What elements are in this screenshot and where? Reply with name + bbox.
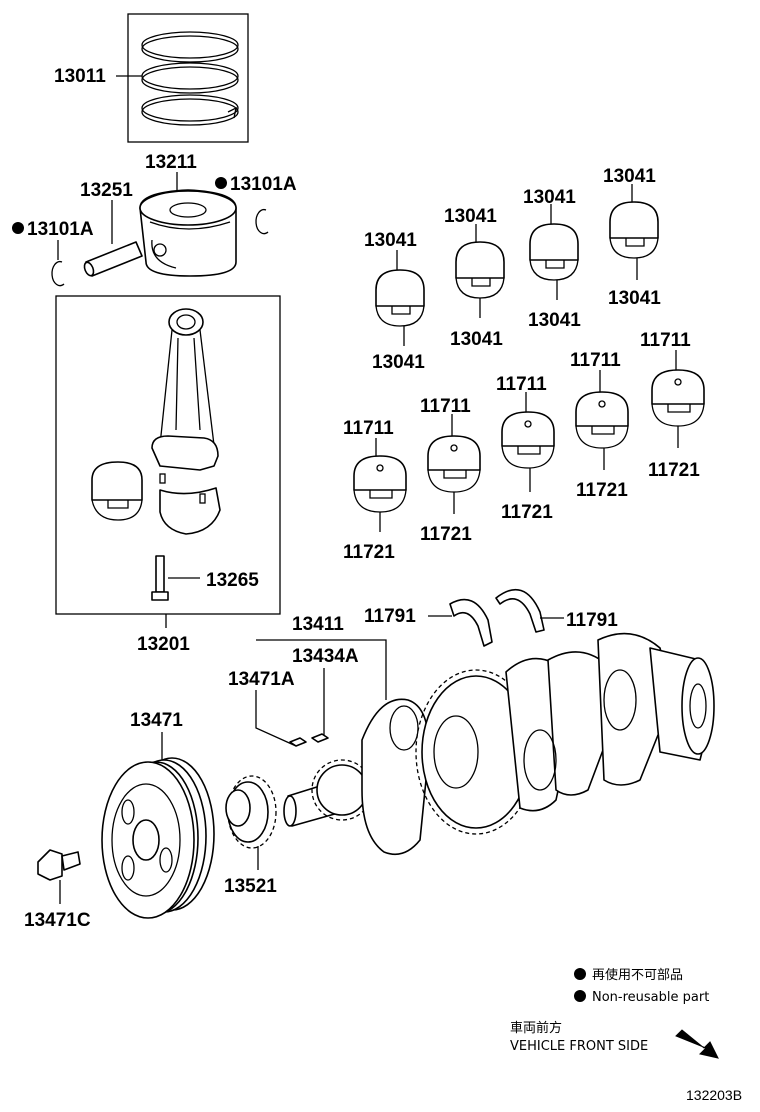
direction-jp: 車両前方 (510, 1020, 562, 1036)
conn-rod-bearing-drawing (91, 461, 143, 521)
crank-gear-group[interactable]: 13521 (224, 775, 277, 897)
piston-ring-box (127, 13, 249, 143)
crank-bearing-3 (501, 411, 555, 469)
label-key-2: 13471A (228, 669, 295, 690)
piston-ring-set-group[interactable]: 13011 (54, 13, 249, 143)
conn-rod-bearing-4 (609, 201, 659, 259)
label-piston-pin: 13251 (80, 180, 133, 201)
conn-rod-bearings-group[interactable]: 13041 13041 13041 13041 13041 13041 13 (364, 166, 661, 373)
conn-rod-bearing-3 (529, 223, 579, 281)
thrust-washer-right-drawing (495, 588, 545, 633)
label-crank-lower-3: 11721 (501, 502, 553, 523)
piston-pin-drawing (83, 241, 143, 277)
label-piston-ring-set: 13011 (54, 66, 106, 87)
label-thrust-washer-right: 11791 (566, 610, 618, 631)
thrust-washer-right-group[interactable]: 11791 (495, 588, 618, 633)
label-snap-ring-right: 13101A (230, 174, 297, 195)
label-pulley: 13471 (130, 710, 183, 731)
snap-ring-right-group[interactable]: 13101A (215, 174, 297, 235)
pulley-bolt-group[interactable]: 13471C (24, 849, 91, 931)
label-crank-upper-2: 11711 (420, 396, 471, 417)
label-conn-rod-bearing-4-top: 13041 (603, 166, 656, 187)
legend-jp: 再使用不可部品 (592, 967, 683, 983)
keys-drawing (289, 733, 329, 747)
label-conn-rod-assy: 13201 (137, 634, 190, 655)
label-crank-upper-3: 11711 (496, 374, 547, 395)
arrow-down-right-icon (675, 1029, 719, 1059)
label-thrust-washer-left: 11791 (364, 606, 416, 627)
crank-bearings-group[interactable]: 11711 11721 11711 11721 11711 11721 (343, 330, 705, 563)
label-crank-upper-1: 11711 (343, 418, 394, 439)
crank-gear-drawing (225, 775, 277, 849)
thrust-washer-left-drawing (449, 598, 493, 647)
label-piston: 13211 (145, 152, 197, 173)
label-conn-rod-bearing-3-top: 13041 (523, 187, 576, 208)
label-crank-lower-2: 11721 (420, 524, 472, 545)
pulley-drawing (101, 757, 215, 919)
conn-rod-bolt-drawing (151, 555, 169, 601)
piston-group[interactable]: 13211 (139, 152, 237, 277)
non-reusable-mark-icon (574, 990, 586, 1002)
non-reusable-mark-icon (215, 177, 227, 189)
label-crank-lower-1: 11721 (343, 542, 395, 563)
non-reusable-mark-icon (574, 968, 586, 980)
label-crank-upper-4: 11711 (570, 350, 621, 371)
conn-rod-drawing (151, 308, 221, 535)
crank-bearing-1 (353, 455, 407, 513)
label-conn-rod-bearing-1-bottom: 13041 (372, 352, 425, 373)
label-conn-rod-bearing-1-top: 13041 (364, 230, 417, 251)
label-crank-gear: 13521 (224, 876, 277, 897)
pulley-bolt-drawing (37, 849, 81, 881)
label-conn-rod-bolt: 13265 (206, 570, 259, 591)
legend: 再使用不可部品 Non-reusable part (574, 967, 709, 1005)
vehicle-front-indicator: 車両前方 VEHICLE FRONT SIDE (510, 1020, 719, 1059)
crank-bearing-2 (427, 435, 481, 493)
conn-rod-assy-group[interactable]: 13265 13201 (55, 295, 281, 655)
legend-en: Non-reusable part (592, 990, 709, 1005)
label-crank-lower-5: 11721 (648, 460, 700, 481)
piston-rings-drawing (141, 31, 239, 126)
snap-ring-left-group[interactable]: 13101A (12, 219, 94, 287)
label-crankshaft: 13411 (292, 614, 344, 635)
pulley-group[interactable]: 13471 (101, 710, 215, 919)
conn-rod-box (55, 295, 281, 615)
conn-rod-bearing-1 (375, 269, 425, 327)
label-conn-rod-bearing-2-top: 13041 (444, 206, 497, 227)
label-conn-rod-bearing-4-bottom: 13041 (608, 288, 661, 309)
crank-bearing-5 (651, 369, 705, 427)
snap-ring-left-drawing (51, 260, 65, 287)
label-crank-lower-4: 11721 (576, 480, 628, 501)
label-conn-rod-bearing-2-bottom: 13041 (450, 329, 503, 350)
label-conn-rod-bearing-3-bottom: 13041 (528, 310, 581, 331)
label-crank-upper-5: 11711 (640, 330, 691, 351)
label-pulley-bolt: 13471C (24, 910, 91, 931)
label-snap-ring-left: 13101A (27, 219, 94, 240)
piston-pin-group[interactable]: 13251 (80, 180, 143, 277)
direction-en: VEHICLE FRONT SIDE (510, 1039, 648, 1054)
figure-id: 132203B (686, 1087, 742, 1103)
non-reusable-mark-icon (12, 222, 24, 234)
conn-rod-bearing-2 (455, 241, 505, 299)
label-key-1: 13434A (292, 646, 359, 667)
piston-drawing (139, 189, 237, 277)
crankshaft-drawing (283, 632, 715, 856)
thrust-washer-left-group[interactable]: 11791 (364, 598, 493, 647)
snap-ring-right-drawing (255, 208, 269, 235)
crankshaft-group[interactable]: 13411 13434A 13471A (228, 614, 715, 856)
crank-bearing-4 (575, 391, 629, 449)
